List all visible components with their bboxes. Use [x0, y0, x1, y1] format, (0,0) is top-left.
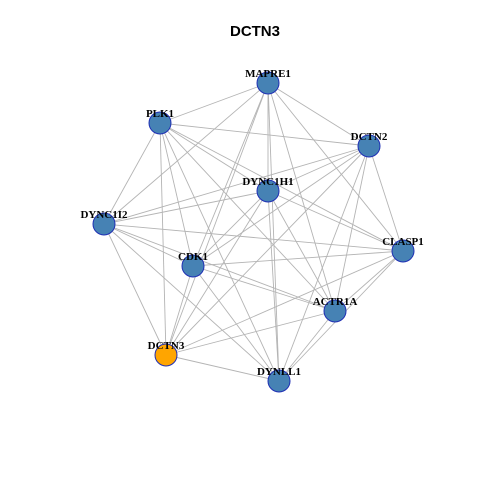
edge-dync1h1-dctn3 [165, 190, 269, 356]
edge-cdk1-actr1a [192, 265, 336, 312]
edge-clasp1-dctn3 [165, 250, 404, 356]
edge-plk1-clasp1 [159, 122, 404, 252]
node-label-actr1a: ACTR1A [313, 296, 358, 308]
node-clasp1[interactable] [391, 239, 415, 263]
edge-mapre1-actr1a [267, 82, 336, 312]
edge-layer [103, 82, 404, 382]
node-label-dync1h1: DYNC1H1 [242, 176, 293, 188]
node-cdk1[interactable] [181, 254, 205, 278]
edge-dctn2-dctn3 [165, 145, 370, 356]
node-plk1[interactable] [148, 111, 172, 135]
edge-plk1-cdk1 [159, 122, 194, 267]
edge-dctn2-cdk1 [192, 145, 370, 267]
edge-clasp1-cdk1 [192, 250, 404, 267]
node-dync1h1[interactable] [256, 179, 280, 203]
edge-cdk1-dynll1 [192, 265, 280, 382]
edge-plk1-actr1a [159, 122, 336, 312]
node-label-mapre1: MAPRE1 [245, 68, 291, 80]
edge-plk1-dync1h1 [159, 122, 269, 192]
edge-mapre1-dctn2 [267, 82, 370, 147]
edge-mapre1-dync1i2 [103, 82, 269, 225]
node-label-dctn3: DCTN3 [148, 340, 185, 352]
edge-dync1h1-clasp1 [267, 190, 404, 252]
node-actr1a[interactable] [323, 299, 347, 323]
edge-dync1h1-cdk1 [192, 190, 269, 267]
label-layer: MAPRE1PLK1DCTN2DYNC1H1DYNC1I2CLASP1CDK1A… [80, 68, 423, 378]
edge-plk1-dctn2 [159, 122, 370, 147]
node-label-clasp1: CLASP1 [382, 236, 424, 248]
node-label-dctn2: DCTN2 [351, 131, 388, 143]
node-label-cdk1: CDK1 [178, 251, 208, 263]
edge-plk1-dctn3 [159, 122, 167, 356]
edge-actr1a-dynll1 [278, 310, 336, 382]
edge-dync1i2-cdk1 [103, 223, 194, 267]
edge-mapre1-dynll1 [267, 82, 280, 382]
edge-mapre1-cdk1 [192, 82, 269, 267]
edge-dync1h1-dync1i2 [103, 190, 269, 225]
edge-dync1h1-actr1a [267, 190, 336, 312]
edge-dctn2-clasp1 [368, 145, 404, 252]
edge-plk1-dync1i2 [103, 122, 161, 225]
edge-mapre1-plk1 [159, 82, 269, 124]
edge-plk1-dynll1 [159, 122, 280, 382]
edge-cdk1-dctn3 [165, 265, 194, 356]
edge-dync1i2-dynll1 [103, 223, 280, 382]
edge-dync1i2-dctn3 [103, 223, 167, 356]
edge-mapre1-clasp1 [267, 82, 404, 252]
graph-title: DCTN3 [230, 23, 280, 40]
node-dync1i2[interactable] [92, 212, 116, 236]
edge-dctn2-dync1i2 [103, 145, 370, 225]
node-layer [92, 71, 415, 393]
node-dynll1[interactable] [267, 369, 291, 393]
edge-dync1i2-clasp1 [103, 223, 404, 252]
edge-mapre1-dctn3 [165, 82, 269, 356]
node-mapre1[interactable] [256, 71, 280, 95]
edge-clasp1-actr1a [334, 250, 404, 312]
node-dctn2[interactable] [357, 134, 381, 158]
node-dctn3[interactable] [154, 343, 178, 367]
node-label-dync1i2: DYNC1I2 [80, 209, 128, 221]
edge-dync1i2-actr1a [103, 223, 336, 312]
edge-actr1a-dctn3 [165, 310, 336, 356]
edge-dctn2-dynll1 [278, 145, 370, 382]
edge-dctn2-dync1h1 [267, 145, 370, 192]
edge-dctn3-dynll1 [165, 354, 280, 382]
node-label-dynll1: DYNLL1 [257, 366, 301, 378]
edge-dync1h1-dynll1 [267, 190, 280, 382]
node-label-plk1: PLK1 [146, 108, 174, 120]
